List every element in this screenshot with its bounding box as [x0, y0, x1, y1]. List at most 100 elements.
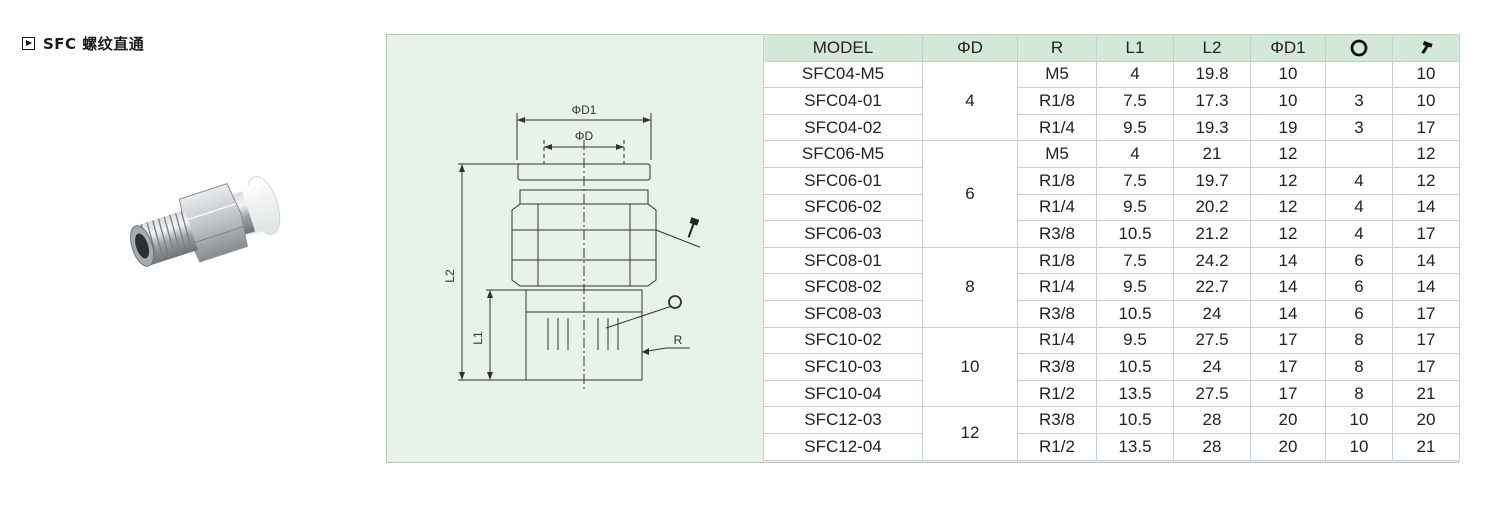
cell-model: SFC04-01 [763, 87, 923, 115]
cell-r: R3/8 [1017, 406, 1097, 434]
cell-r: R3/8 [1017, 353, 1097, 381]
cell-r: R1/4 [1017, 326, 1097, 355]
cell-d1: 14 [1250, 273, 1326, 301]
cell-r: R1/4 [1017, 113, 1097, 142]
cell-l1: 4 [1096, 60, 1174, 89]
cell-r: M5 [1017, 60, 1097, 89]
table-header-row: MODEL ΦD R L1 L2 ΦD1 [763, 34, 1460, 62]
section-title: SFC 螺纹直通 [43, 35, 145, 53]
play-icon [22, 37, 35, 50]
cell-wrench: 17 [1392, 220, 1460, 248]
cell-d1: 20 [1250, 406, 1326, 434]
dim-label-d: ΦD [575, 129, 594, 143]
cell-l1: 4 [1096, 140, 1174, 168]
cell-model: SFC06-M5 [763, 140, 923, 168]
cell-model: SFC08-03 [763, 299, 923, 328]
cell-model: SFC12-03 [763, 406, 923, 434]
cell-l1: 9.5 [1096, 113, 1174, 142]
cell-l2: 17.3 [1173, 87, 1251, 115]
cell-l1: 7.5 [1096, 87, 1174, 115]
product-photo [130, 176, 281, 267]
cell-l1: 10.5 [1096, 299, 1174, 328]
cell-l2: 19.7 [1173, 166, 1251, 195]
cell-model: SFC06-01 [763, 166, 923, 195]
cell-l2: 28 [1173, 406, 1251, 434]
cell-d1: 12 [1250, 220, 1326, 248]
cell-model: SFC04-02 [763, 113, 923, 142]
cell-model: SFC06-02 [763, 193, 923, 222]
cell-r: R1/4 [1017, 193, 1097, 222]
cell-d: 8 [922, 246, 1018, 328]
cell-r: R1/2 [1017, 379, 1097, 408]
cell-wrench: 21 [1392, 379, 1460, 408]
cell-l2: 21 [1173, 140, 1251, 168]
cell-l1: 10.5 [1096, 220, 1174, 248]
cell-l1: 9.5 [1096, 326, 1174, 355]
cell-l2: 24.2 [1173, 246, 1251, 275]
cell-o-ring: 6 [1325, 273, 1393, 301]
cell-l2: 20.2 [1173, 193, 1251, 222]
cell-l1: 10.5 [1096, 353, 1174, 381]
cell-d: 4 [922, 60, 1018, 142]
cell-l2: 19.8 [1173, 60, 1251, 89]
cell-d1: 12 [1250, 140, 1326, 168]
dim-label-r: R [674, 333, 683, 347]
cell-model: SFC10-04 [763, 379, 923, 408]
dim-label-d1: ΦD1 [572, 103, 597, 117]
cell-wrench: 21 [1392, 432, 1460, 461]
cell-l2: 27.5 [1173, 326, 1251, 355]
cell-o-ring: 8 [1325, 353, 1393, 381]
cell-r: R3/8 [1017, 299, 1097, 328]
cell-r: R1/8 [1017, 246, 1097, 275]
cell-l1: 9.5 [1096, 273, 1174, 301]
cell-o-ring: 8 [1325, 379, 1393, 408]
cell-d1: 12 [1250, 193, 1326, 222]
cell-wrench: 14 [1392, 273, 1460, 301]
cell-l1: 7.5 [1096, 246, 1174, 275]
header-r: R [1017, 34, 1097, 62]
cell-d: 10 [922, 326, 1018, 408]
cell-wrench: 14 [1392, 193, 1460, 222]
cell-o-ring: 8 [1325, 326, 1393, 355]
section-heading: SFC 螺纹直通 [22, 33, 144, 54]
wrench-icon [1421, 41, 1433, 55]
cell-d: 6 [922, 140, 1018, 248]
cell-d1: 14 [1250, 299, 1326, 328]
cell-l2: 19.3 [1173, 113, 1251, 142]
dimension-drawing: ΦD1 ΦD L2 L1 R [443, 103, 700, 392]
cell-model: SFC10-02 [763, 326, 923, 355]
cell-o-ring: 4 [1325, 166, 1393, 195]
cell-l1: 7.5 [1096, 166, 1174, 195]
cell-d1: 17 [1250, 353, 1326, 381]
cell-l2: 24 [1173, 353, 1251, 381]
cell-r: R1/8 [1017, 87, 1097, 115]
cell-d1: 14 [1250, 246, 1326, 275]
cell-model: SFC04-M5 [763, 60, 923, 89]
cell-model: SFC10-03 [763, 353, 923, 381]
header-o-ring [1325, 34, 1393, 62]
cell-o-ring: 10 [1325, 432, 1393, 461]
header-l1: L1 [1096, 34, 1174, 62]
cell-d1: 17 [1250, 379, 1326, 408]
cell-wrench: 17 [1392, 113, 1460, 142]
cell-l1: 13.5 [1096, 379, 1174, 408]
header-d1: ΦD1 [1250, 34, 1326, 62]
cell-wrench: 17 [1392, 299, 1460, 328]
dim-label-l1: L1 [471, 331, 485, 345]
cell-o-ring: 3 [1325, 113, 1393, 142]
cell-d1: 10 [1250, 60, 1326, 89]
cell-wrench: 14 [1392, 246, 1460, 275]
cell-l2: 24 [1173, 299, 1251, 328]
